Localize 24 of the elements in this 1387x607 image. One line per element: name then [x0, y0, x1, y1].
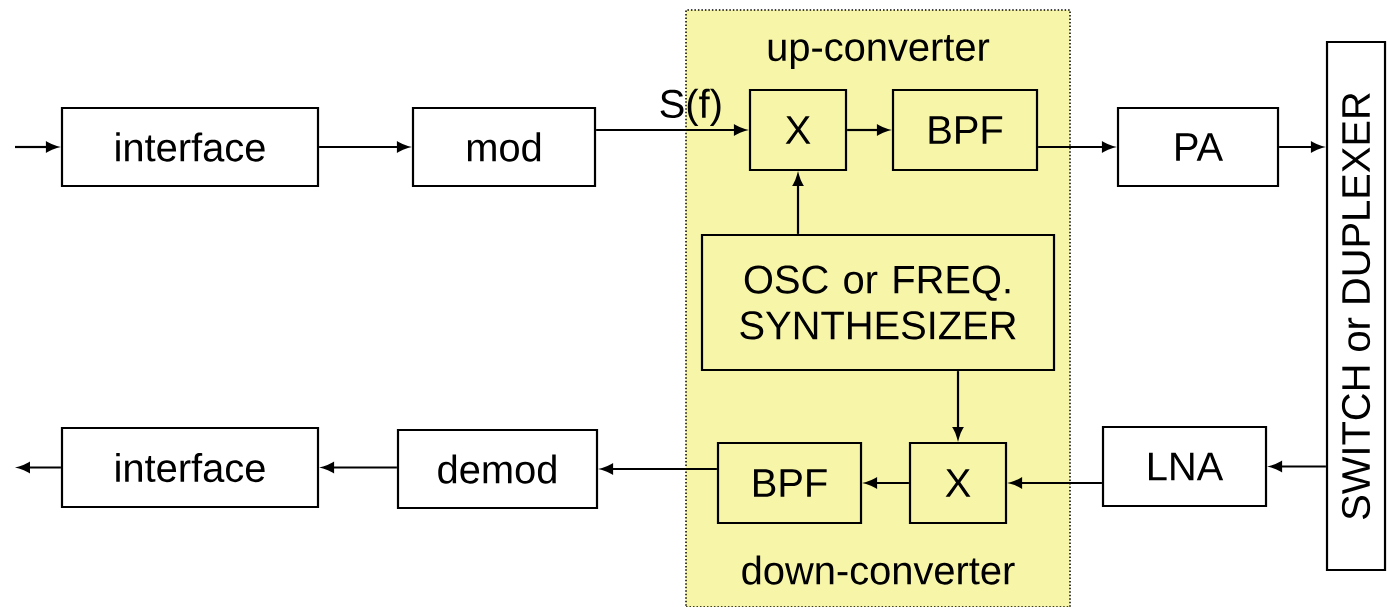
- block-box: interface: [60, 426, 320, 509]
- arrow: [596, 124, 746, 136]
- arrow: [792, 174, 804, 234]
- arrow: [1010, 477, 1102, 489]
- arrow: [319, 141, 409, 153]
- block-box: interface: [60, 106, 320, 188]
- block-box: LNA: [1101, 425, 1268, 508]
- switch-box: SWITCH or DUPLEXER: [1325, 40, 1387, 572]
- edge-label: S(f): [660, 88, 721, 126]
- block-box: X: [908, 441, 1008, 525]
- arrow: [952, 371, 964, 439]
- arrow: [15, 141, 58, 153]
- arrow: [1038, 141, 1114, 153]
- arrow: [865, 477, 909, 489]
- block-box: BPF: [716, 441, 863, 525]
- arrow: [601, 463, 717, 475]
- oscillator-box: OSC or FREQ. SYNTHESIZER: [700, 233, 1056, 372]
- block-box: demod: [396, 428, 599, 510]
- block-box: BPF: [891, 88, 1039, 172]
- block-box: mod: [411, 106, 597, 188]
- arrow: [1279, 141, 1323, 153]
- block-box: X: [748, 88, 848, 172]
- block-box: PA: [1116, 106, 1280, 188]
- arrow: [847, 124, 889, 136]
